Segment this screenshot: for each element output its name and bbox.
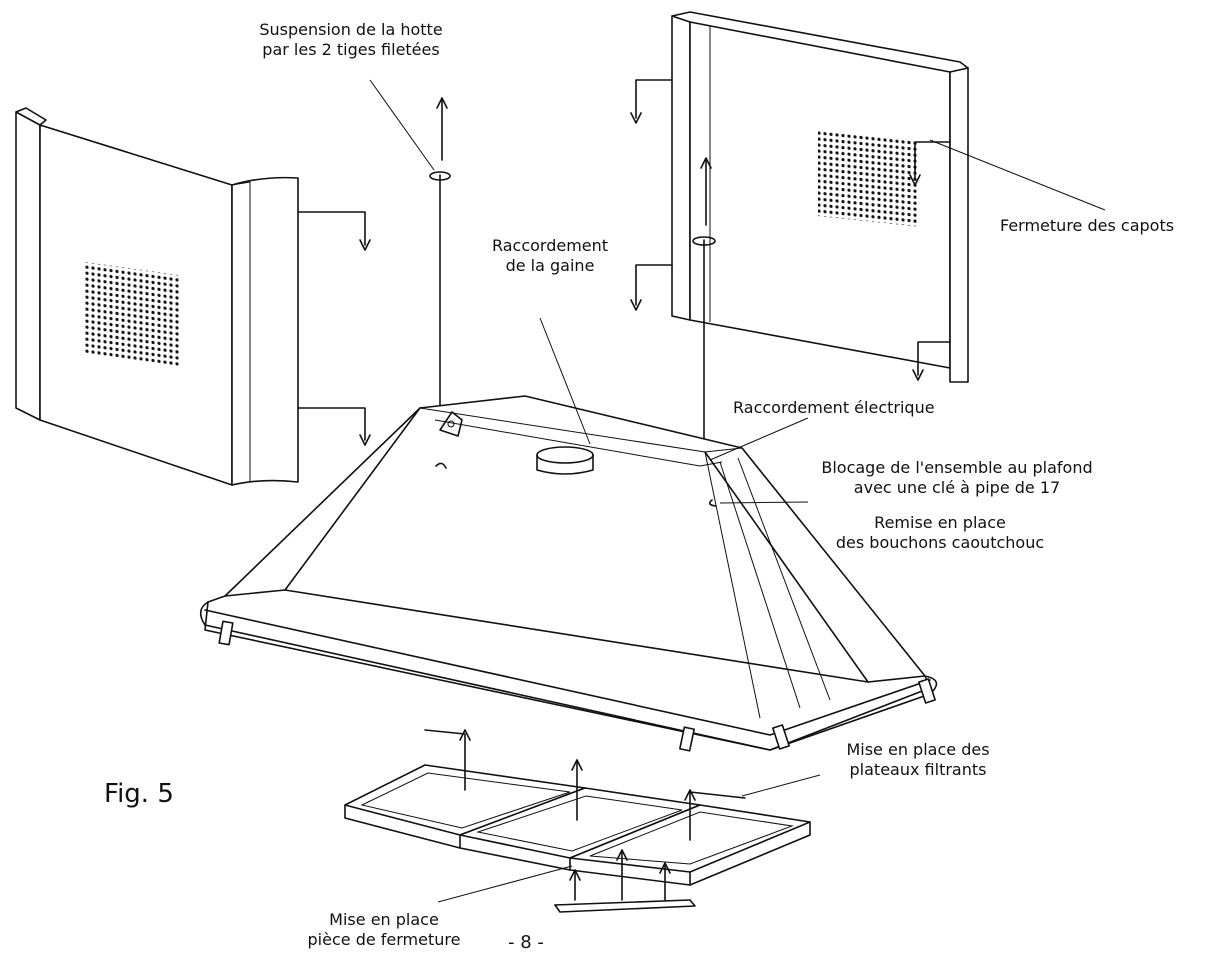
- callout-blocage-line2: avec une clé à pipe de 17: [853, 478, 1061, 497]
- left-cover-panel: [15, 107, 371, 486]
- callout-blocage-line1: Blocage de l'ensemble au plafond: [821, 458, 1093, 477]
- callout-plateaux-line1: Mise en place des: [846, 740, 990, 759]
- closing-piece: [554, 849, 696, 913]
- callout-plateaux-line2: plateaux filtrants: [849, 760, 987, 779]
- leader-lines: [369, 79, 1106, 903]
- callout-suspension-line2: par les 2 tiges filetées: [262, 40, 440, 59]
- callout-piece-line2: pièce de fermeture: [307, 930, 461, 949]
- page-number: - 8 -: [508, 932, 544, 953]
- callout-raccordement-gaine: Raccordement de la gaine: [466, 236, 634, 276]
- callout-plateaux-filtrants: Mise en place des plateaux filtrants: [818, 740, 1018, 780]
- callout-suspension-line1: Suspension de la hotte: [259, 20, 443, 39]
- threaded-rods: [429, 97, 716, 469]
- callout-piece-line1: Mise en place: [329, 910, 439, 929]
- hood-body: [199, 395, 938, 752]
- callout-remise-bouchons: Remise en place des bouchons caoutchouc: [810, 513, 1070, 553]
- callout-blocage: Blocage de l'ensemble au plafond avec un…: [812, 458, 1102, 498]
- callout-piece-fermeture: Mise en place pièce de fermeture: [290, 910, 478, 950]
- callout-raccordement-gaine-line2: de la gaine: [505, 256, 595, 275]
- callout-raccordement-electrique: Raccordement électrique: [733, 398, 935, 417]
- callout-remise-line2: des bouchons caoutchouc: [835, 533, 1045, 552]
- callout-remise-line1: Remise en place: [874, 513, 1006, 532]
- figure-label: Fig. 5: [104, 779, 174, 809]
- callout-fermeture-capots: Fermeture des capots: [1000, 216, 1175, 235]
- filter-trays: [344, 729, 811, 886]
- callout-raccordement-gaine-line1: Raccordement: [491, 236, 609, 255]
- callout-suspension: Suspension de la hotte par les 2 tiges f…: [225, 20, 477, 60]
- right-cover-panel: [630, 11, 969, 383]
